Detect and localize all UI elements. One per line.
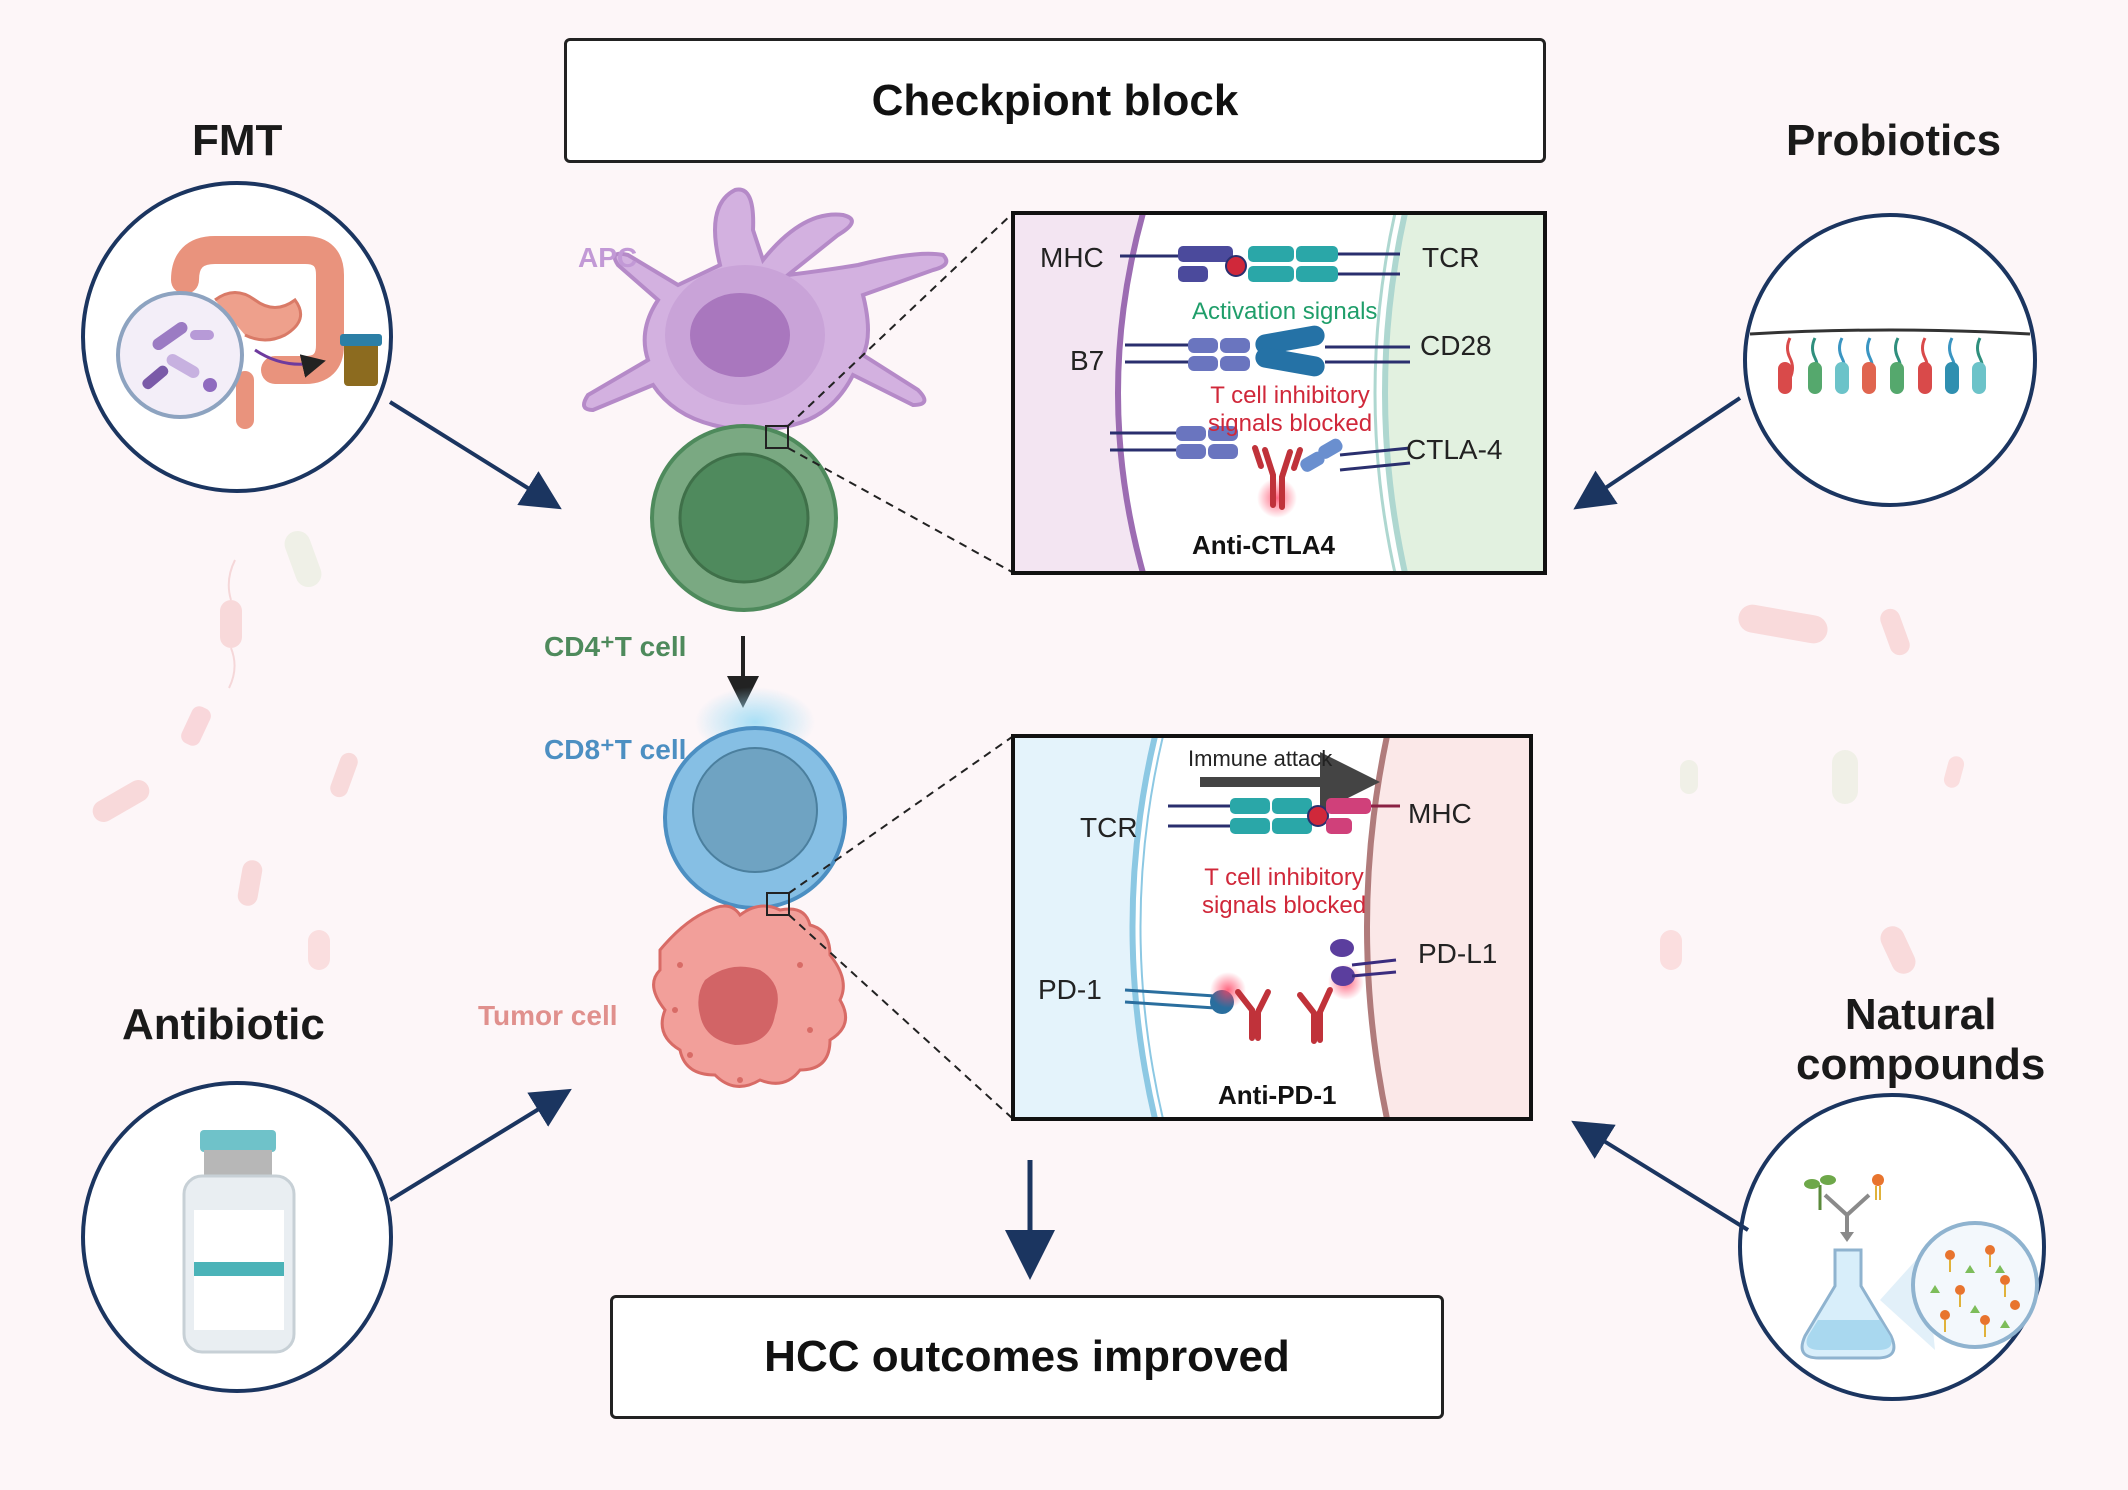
ctla4-blocked-line2: signals blocked: [1207, 410, 1373, 437]
zoom-box-bottom: [766, 892, 790, 916]
antibiotic-label: Antibiotic: [122, 1000, 325, 1049]
activation-signals-label: Activation signals: [1192, 298, 1378, 325]
checkpoint-title-box: Checkpiont block: [564, 38, 1546, 163]
antibiotic-illustration: [81, 1081, 393, 1393]
ctla4-panel-border: [1011, 211, 1547, 575]
pdl1-label: PD-L1: [1418, 938, 1498, 969]
fmt-illustration: [81, 181, 393, 493]
pd1-mhc-label: MHC: [1408, 798, 1472, 829]
fmt-label: FMT: [192, 116, 283, 165]
pd1-tcr-label: TCR: [1080, 812, 1138, 843]
anti-ctla4-label: Anti-CTLA4: [1192, 530, 1335, 560]
pd1-blocked-line2: signals blocked: [1201, 892, 1367, 919]
probiotics-arrow: [1573, 396, 1742, 510]
natural-compounds-illustration: [1738, 1093, 2046, 1401]
cd28-label: CD28: [1420, 330, 1492, 361]
pd1-panel-border: [1011, 734, 1533, 1121]
natural-label-line1: Natural: [1844, 990, 1997, 1039]
tumor-cell: [652, 904, 848, 1088]
pd1-blocked-line1: T cell inhibitory: [1204, 864, 1364, 891]
natural-label-line2: compounds: [1796, 1040, 2046, 1089]
outcome-box: HCC outcomes improved: [610, 1295, 1444, 1419]
outcome-title: HCC outcomes improved: [764, 1332, 1290, 1381]
pd1-panel-art: [1013, 735, 1531, 1120]
cd4-cell: [650, 424, 838, 612]
ctla4-mhc-label: MHC: [1040, 242, 1104, 273]
pd1-label: PD-1: [1038, 974, 1102, 1005]
probiotics-label: Probiotics: [1786, 116, 2002, 165]
cd4-label: CD4⁺T cell: [544, 631, 687, 662]
probiotics-illustration: [1743, 213, 2037, 507]
ctla4-blocked-label: T cell inhibitory signals blocked: [1190, 382, 1390, 438]
ctla4-label: CTLA-4: [1406, 434, 1503, 465]
tumor-label: Tumor cell: [478, 1000, 618, 1031]
cd8-label: CD8⁺T cell: [544, 734, 687, 765]
antibiotic-arrow: [388, 1088, 572, 1202]
zoom-box-top: [765, 425, 789, 449]
cd8-cell: [663, 687, 847, 910]
natural-compounds-arrow: [1571, 1120, 1750, 1232]
checkpoint-title: Checkpiont block: [871, 75, 1239, 125]
ctla4-tcr-label: TCR: [1422, 242, 1480, 273]
b7-label: B7: [1070, 345, 1105, 376]
fmt-arrow: [388, 400, 562, 510]
background-bacteria-right: [1660, 604, 1965, 974]
ctla4-panel-art: [1013, 212, 1545, 574]
anti-pd1-label: Anti-PD-1: [1218, 1080, 1337, 1110]
apc-cell: [582, 187, 949, 432]
ctla4-blocked-line1: T cell inhibitory: [1210, 382, 1370, 409]
immune-attack-label: Immune attack: [1188, 746, 1333, 771]
background-bacteria-left: [92, 530, 358, 970]
natural-compounds-label: Natural compounds: [1796, 990, 2045, 1090]
apc-label: APC: [578, 242, 638, 273]
pd1-blocked-label: T cell inhibitory signals blocked: [1184, 864, 1384, 920]
